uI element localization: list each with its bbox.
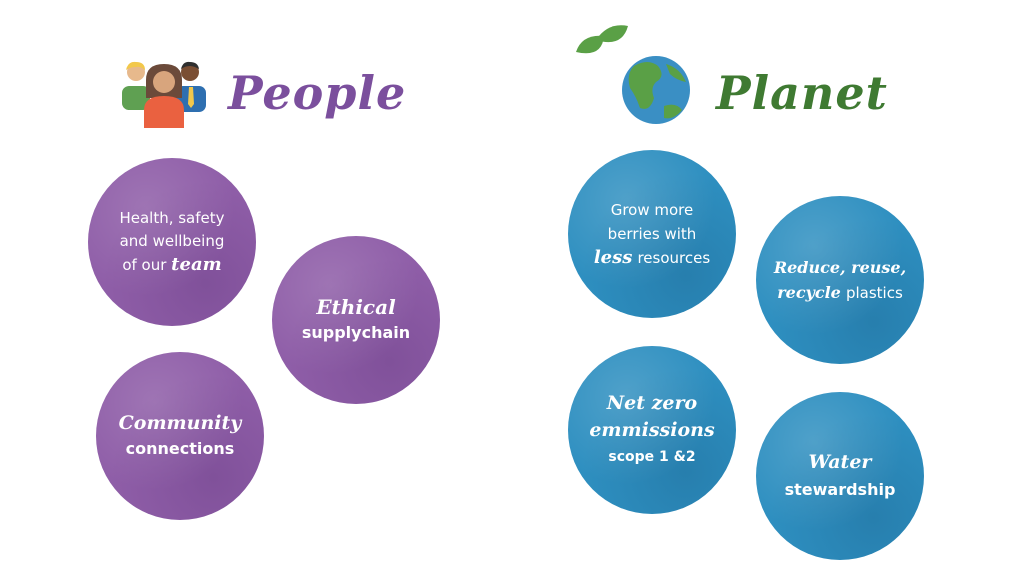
circle-water-stewardship: Water stewardship [756, 392, 924, 560]
reduce-line-2-text: plastics [845, 283, 903, 302]
people-title: People [228, 66, 407, 120]
health-line-1: Health, safety [119, 209, 225, 227]
circle-ethical-supplychain: Ethical supplychain [272, 236, 440, 404]
grow-line-1: Grow more [610, 201, 694, 219]
ethical-line-2: supplychain [301, 323, 411, 342]
community-line-1: Community [118, 412, 242, 434]
netzero-line-1: Net zero [606, 391, 698, 414]
circle-grow-more-berries: Grow more berries with less resources [568, 150, 736, 318]
grow-line-3-text: resources [637, 249, 711, 267]
grow-line-2: berries with [607, 225, 697, 243]
health-line-3-emphasis: team [171, 254, 222, 275]
reduce-line-1: Reduce, reuse, [773, 257, 907, 277]
netzero-line-3: scope 1 &2 [608, 448, 696, 465]
health-line-3-text: of our [122, 256, 167, 274]
circle-reduce-reuse-recycle: Reduce, reuse, recycle plastics [756, 196, 924, 364]
water-line-2: stewardship [784, 480, 896, 499]
grow-line-3-emphasis: less [593, 247, 633, 268]
water-line-1: Water [808, 451, 872, 473]
reduce-line-2-emphasis: recycle [777, 282, 841, 302]
globe-leaves-icon [576, 25, 690, 124]
planet-title: Planet [716, 66, 888, 120]
circle-community-connections: Community connections [96, 352, 264, 520]
ethical-line-1: Ethical [316, 295, 396, 319]
circle-health-safety-wellbeing: Health, safety and wellbeing of our team [88, 158, 256, 326]
circle-net-zero-emissions: Net zero emmissions scope 1 &2 [568, 346, 736, 514]
people-group-icon [122, 61, 206, 128]
health-line-3: of our team [122, 253, 221, 277]
health-line-2: and wellbeing [119, 232, 225, 250]
community-line-2: connections [125, 439, 235, 458]
netzero-line-2: emmissions [589, 418, 715, 441]
